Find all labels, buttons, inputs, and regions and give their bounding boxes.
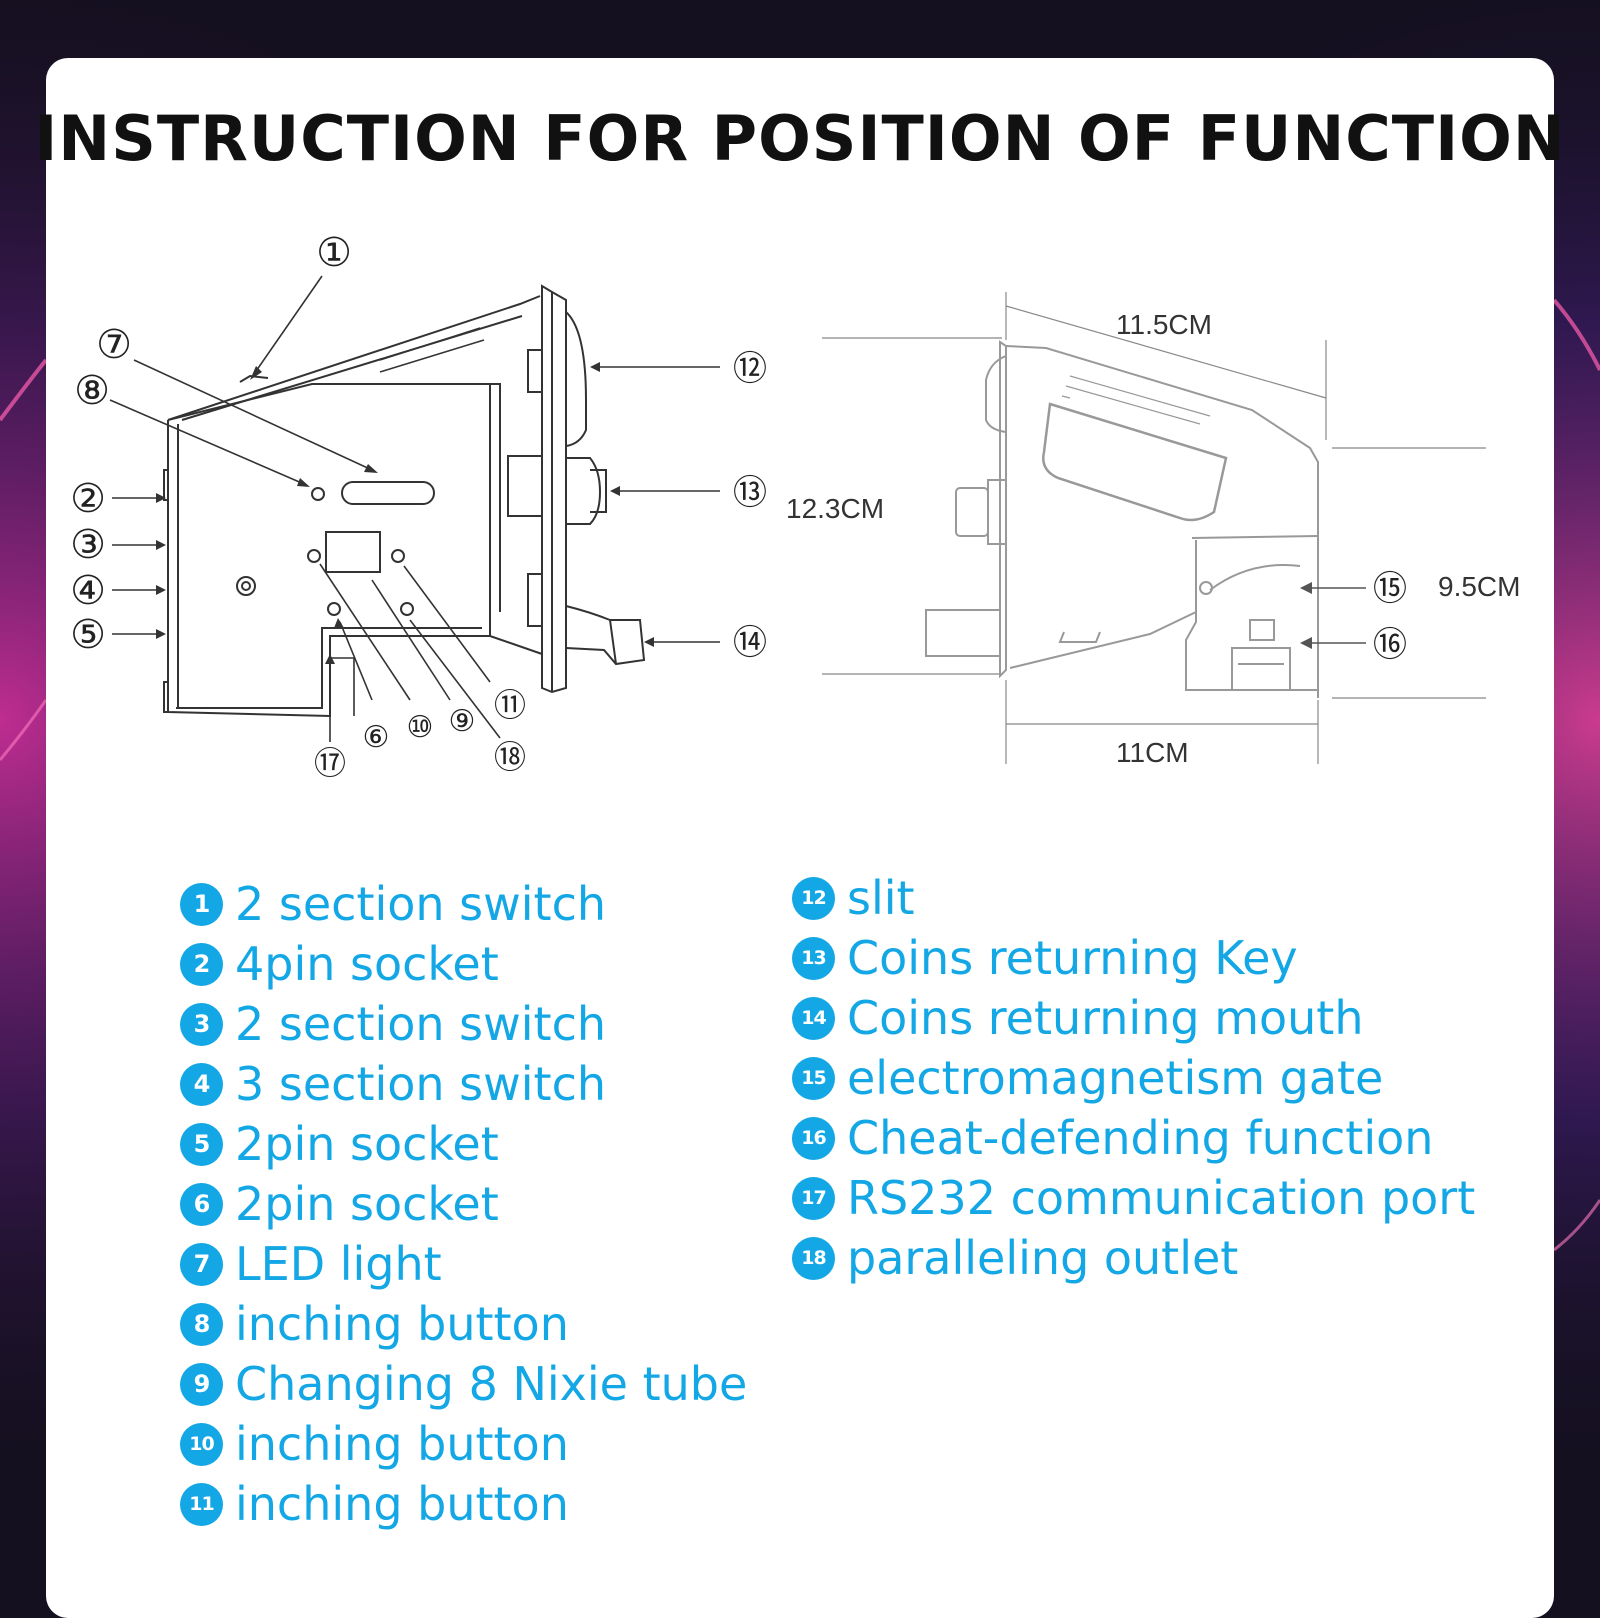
legend-number-badge: 2: [180, 942, 223, 986]
legend-number-badge: 1: [180, 882, 223, 926]
callout-17: ⑰: [314, 745, 346, 781]
legend-label: Cheat-defending function: [847, 1111, 1434, 1165]
callout-12: ⑫: [733, 350, 767, 388]
legend-number-badge: 14: [792, 996, 835, 1040]
legend-number-badge: 18: [792, 1236, 835, 1280]
legend-label: LED light: [235, 1237, 442, 1291]
callout-7: ⑦: [96, 323, 132, 367]
legend-item: 6 2pin socket: [180, 1174, 747, 1234]
callout-5: ⑤: [70, 613, 106, 657]
legend-label: 2 section switch: [235, 877, 607, 931]
legend-label: Changing 8 Nixie tube: [235, 1357, 748, 1411]
legend-label: 2 section switch: [235, 997, 607, 1051]
legend-item: 17 RS232 communication port: [792, 1168, 1475, 1228]
legend-item: 14 Coins returning mouth: [792, 988, 1475, 1048]
legend-number-badge: 17: [792, 1176, 835, 1220]
legend-label: paralleling outlet: [847, 1231, 1239, 1285]
legend-label: 4pin socket: [235, 937, 499, 991]
legend-item: 11 inching button: [180, 1474, 747, 1534]
dimension-left: 12.3CM: [786, 493, 884, 524]
callout-6: ⑥: [363, 721, 390, 754]
left-view-drawing: [163, 284, 646, 718]
legend-item: 9 Changing 8 Nixie tube: [180, 1354, 747, 1414]
legend-number-badge: 8: [180, 1302, 223, 1346]
legend-item: 5 2pin socket: [180, 1114, 747, 1174]
legend-item: 7 LED light: [180, 1234, 747, 1294]
legend-number-badge: 4: [180, 1062, 223, 1106]
legend-number-badge: 7: [180, 1242, 223, 1286]
dimension-right: 9.5CM: [1438, 571, 1520, 602]
legend-label: electromagnetism gate: [847, 1051, 1384, 1105]
content-card: [46, 58, 1554, 1618]
legend-label: inching button: [235, 1297, 569, 1351]
legend-item: 10 inching button: [180, 1414, 747, 1474]
legend-label: inching button: [235, 1417, 569, 1471]
callout-11: ⑪: [494, 687, 526, 723]
callout-16: ⑯: [1373, 626, 1407, 664]
callout-15: ⑮: [1373, 570, 1407, 608]
legend-number-badge: 10: [180, 1422, 223, 1466]
dimension-top: 11.5CM: [1116, 309, 1212, 340]
legend-right-column: 12 slit 13 Coins returning Key 14 Coins retur…: [792, 868, 1475, 1288]
legend-item: 1 2 section switch: [180, 874, 747, 934]
callout-9: ⑨: [449, 705, 476, 738]
legend-item: 18 paralleling outlet: [792, 1228, 1475, 1288]
legend-item: 3 2 section switch: [180, 994, 747, 1054]
legend-label: slit: [847, 871, 915, 925]
callout-13: ⑬: [733, 474, 767, 512]
callout-2: ②: [70, 477, 106, 521]
legend-left-column: 1 2 section switch 2 4pin socket 3 2 section …: [180, 874, 747, 1534]
legend-number-badge: 6: [180, 1182, 223, 1226]
legend-label: RS232 communication port: [847, 1171, 1476, 1225]
legend-label: 2pin socket: [235, 1177, 499, 1231]
page-title: INSTRUCTION FOR POSITION OF FUNCTION: [34, 102, 1566, 175]
legend-number-badge: 11: [180, 1482, 223, 1526]
legend-number-badge: 12: [792, 876, 835, 920]
callout-4: ④: [70, 569, 106, 613]
legend-label: inching button: [235, 1477, 569, 1531]
legend-label: Coins returning Key: [847, 931, 1298, 985]
device-diagram: ① ⑦ ⑧ ② ③ ④ ⑤ ⑫ ⑬ ⑭ ⑪ ⑱ ⑥ ⑩ ⑨ ⑰: [70, 231, 1520, 781]
legend-item: 8 inching button: [180, 1294, 747, 1354]
legend-item: 12 slit: [792, 868, 1475, 928]
legend-label: 2pin socket: [235, 1117, 499, 1171]
legend-number-badge: 15: [792, 1056, 835, 1100]
right-view-drawing: [822, 292, 1486, 764]
legend-number-badge: 5: [180, 1122, 223, 1166]
legend-number-badge: 16: [792, 1116, 835, 1160]
legend-item: 15 electromagnetism gate: [792, 1048, 1475, 1108]
dimension-bottom: 11CM: [1116, 737, 1189, 768]
callout-14: ⑭: [733, 624, 767, 662]
legend-item: 13 Coins returning Key: [792, 928, 1475, 988]
legend-number-badge: 3: [180, 1002, 223, 1046]
callout-3: ③: [70, 523, 106, 567]
legend-number-badge: 13: [792, 936, 835, 980]
legend-item: 16 Cheat-defending function: [792, 1108, 1475, 1168]
legend-label: 3 section switch: [235, 1057, 607, 1111]
callout-1: ①: [316, 231, 352, 275]
legend-item: 2 4pin socket: [180, 934, 747, 994]
callout-8: ⑧: [74, 369, 110, 413]
legend-number-badge: 9: [180, 1362, 223, 1406]
legend-item: 4 3 section switch: [180, 1054, 747, 1114]
legend-label: Coins returning mouth: [847, 991, 1364, 1045]
callout-10: ⑩: [407, 711, 434, 744]
callout-18: ⑱: [494, 739, 526, 775]
